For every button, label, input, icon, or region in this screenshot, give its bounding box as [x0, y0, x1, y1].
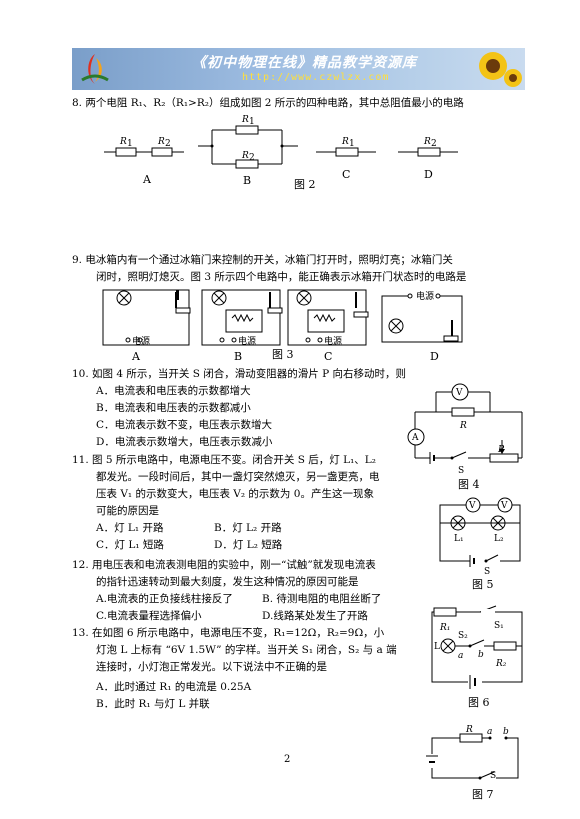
svg-text:S: S — [484, 567, 490, 577]
svg-text:A: A — [411, 433, 419, 443]
fridge-circuit-c: 电源 — [287, 289, 369, 347]
svg-text:R: R — [423, 137, 431, 147]
q9-figure-caption: 图 3 — [272, 348, 294, 361]
fig6-caption: 图 6 — [468, 696, 490, 709]
svg-text:L₂: L₂ — [494, 534, 504, 544]
q12-option-d: D.线路某处发生了开路 — [262, 610, 368, 622]
q9-line2: 闭时，照明灯熄灭。图 3 所示四个电路中，能正确表示冰箱开门状态时的电路是 — [96, 271, 467, 283]
q10-option-d: D．电流表示数增大，电压表示数减小 — [96, 436, 273, 448]
svg-text:R: R — [157, 137, 165, 147]
svg-text:S₂: S₂ — [458, 631, 468, 641]
q10-option-c: C．电流表示数不变，电压表示数增大 — [96, 419, 273, 431]
q12-line2: 的指针迅速转动到最大刻度，发生这种情况的原因可能是 — [96, 576, 359, 588]
svg-text:1: 1 — [249, 117, 255, 127]
sunflower-icon — [475, 50, 523, 88]
q12-option-c: C.电流表量程选择偏小 — [96, 610, 202, 622]
fridge-circuit-b: 电源 — [201, 289, 283, 347]
q11-line4: 可能的原因是 — [96, 505, 159, 517]
q11-option-d: D．灯 L₂ 短路 — [214, 539, 283, 551]
q9-label-a: A — [132, 350, 140, 363]
svg-text:R: R — [241, 115, 249, 125]
fig5-caption: 图 5 — [472, 578, 494, 591]
svg-text:电源: 电源 — [132, 335, 150, 347]
q13-option-b: B．此时 R₁ 与灯 L 并联 — [96, 698, 210, 710]
fig4-caption: 图 4 — [458, 478, 480, 491]
svg-text:V: V — [468, 501, 476, 511]
q11-line3: 压表 V₁ 的示数变大，电压表 V₂ 的示数为 0。产生这一现象 — [96, 488, 374, 500]
svg-text:1: 1 — [349, 139, 355, 149]
q13-line1: 13. 在如图 6 所示电路中，电源电压不变，R₁=12Ω，R₂=9Ω，小 — [72, 627, 385, 639]
q12-option-a: A.电流表的正负接线柱接反了 — [96, 593, 233, 605]
q8-figure-caption: 图 2 — [294, 178, 316, 191]
q9-label-c: C — [324, 350, 333, 363]
svg-text:V: V — [500, 501, 508, 511]
svg-text:S: S — [458, 466, 464, 476]
q11-option-a: A．灯 L₁ 开路 — [96, 522, 164, 534]
svg-text:R: R — [119, 137, 127, 147]
q8-label-b: B — [243, 174, 252, 187]
q8-text: 8. 两个电阻 R₁、R₂（R₁>R₂）组成如图 2 所示的四种电路，其中总阻值… — [72, 97, 464, 109]
q8-label-c: C — [342, 168, 351, 181]
q13-line2: 灯泡 L 上标有 “6V 1.5W” 的字样。当开关 S₁ 闭合，S₂ 与 a … — [96, 644, 397, 656]
fridge-circuit-d: 电源 — [381, 290, 463, 343]
q9-line1: 9. 电冰箱内有一个通过冰箱门来控制的开关，冰箱门打开时，照明灯亮；冰箱门关 — [72, 254, 453, 266]
fridge-circuit-a: 电源 — [102, 289, 191, 347]
svg-text:R₂: R₂ — [495, 659, 507, 669]
svg-text:L: L — [434, 642, 440, 652]
svg-text:R: R — [465, 725, 473, 735]
banner-url: http://www.czwlzx.com — [242, 72, 390, 83]
logo-icon — [78, 52, 112, 86]
svg-text:电源: 电源 — [238, 335, 256, 347]
header-banner: 《初中物理在线》精品教学资源库 http://www.czwlzx.com — [72, 48, 525, 90]
q11-line1: 11. 图 5 所示电路中，电源电压不变。闭合开关 S 后，灯 L₁、L₂ — [72, 454, 376, 466]
svg-text:电源: 电源 — [416, 290, 434, 302]
fig7-caption: 图 7 — [472, 788, 494, 801]
svg-text:b: b — [503, 727, 509, 737]
q11-option-c: C．灯 L₁ 短路 — [96, 539, 164, 551]
q12-option-b: B. 待测电阻的电阻丝断了 — [262, 593, 382, 605]
svg-text:a: a — [487, 727, 492, 737]
q13-line3: 连接时，小灯泡正常发光。以下说法中不正确的是 — [96, 661, 327, 673]
svg-text:V: V — [455, 388, 463, 398]
svg-text:1: 1 — [127, 139, 133, 149]
banner-title: 《初中物理在线》精品教学资源库 — [192, 55, 417, 71]
q13-option-a: A．此时通过 R₁ 的电流是 0.25A — [96, 681, 252, 693]
svg-text:a: a — [458, 651, 463, 661]
q10-text: 10. 如图 4 所示，当开关 S 闭合，滑动变阻器的滑片 P 向右移动时，则 — [72, 368, 406, 380]
svg-text:R: R — [241, 151, 249, 161]
svg-text:R₁: R₁ — [439, 623, 450, 633]
svg-text:2: 2 — [431, 139, 437, 149]
svg-text:R: R — [341, 137, 349, 147]
q9-label-d: D — [430, 350, 439, 363]
q12-line1: 12. 用电压表和电流表测电阻的实验中，刚一“试触”就发现电流表 — [72, 559, 376, 571]
svg-text:2: 2 — [249, 153, 255, 163]
q9-label-b: B — [234, 350, 243, 363]
svg-text:P: P — [497, 445, 505, 455]
q8-label-a: A — [143, 173, 151, 186]
svg-text:电源: 电源 — [324, 335, 342, 347]
q10-option-b: B．电流表和电压表的示数都减小 — [96, 402, 251, 414]
svg-text:L₁: L₁ — [454, 534, 464, 544]
q11-option-b: B．灯 L₂ 开路 — [214, 522, 282, 534]
svg-text:S: S — [490, 771, 496, 781]
svg-text:2: 2 — [165, 139, 171, 149]
q11-line2: 都发光。一段时间后，其中一盏灯突然熄灭，另一盏更亮，电 — [96, 471, 380, 483]
q8-label-d: D — [424, 168, 433, 181]
svg-text:b: b — [478, 650, 484, 660]
svg-text:R: R — [459, 421, 467, 431]
q10-option-a: A．电流表和电压表的示数都增大 — [96, 385, 251, 397]
svg-text:S₁: S₁ — [494, 621, 504, 631]
page-number: 2 — [284, 754, 291, 765]
